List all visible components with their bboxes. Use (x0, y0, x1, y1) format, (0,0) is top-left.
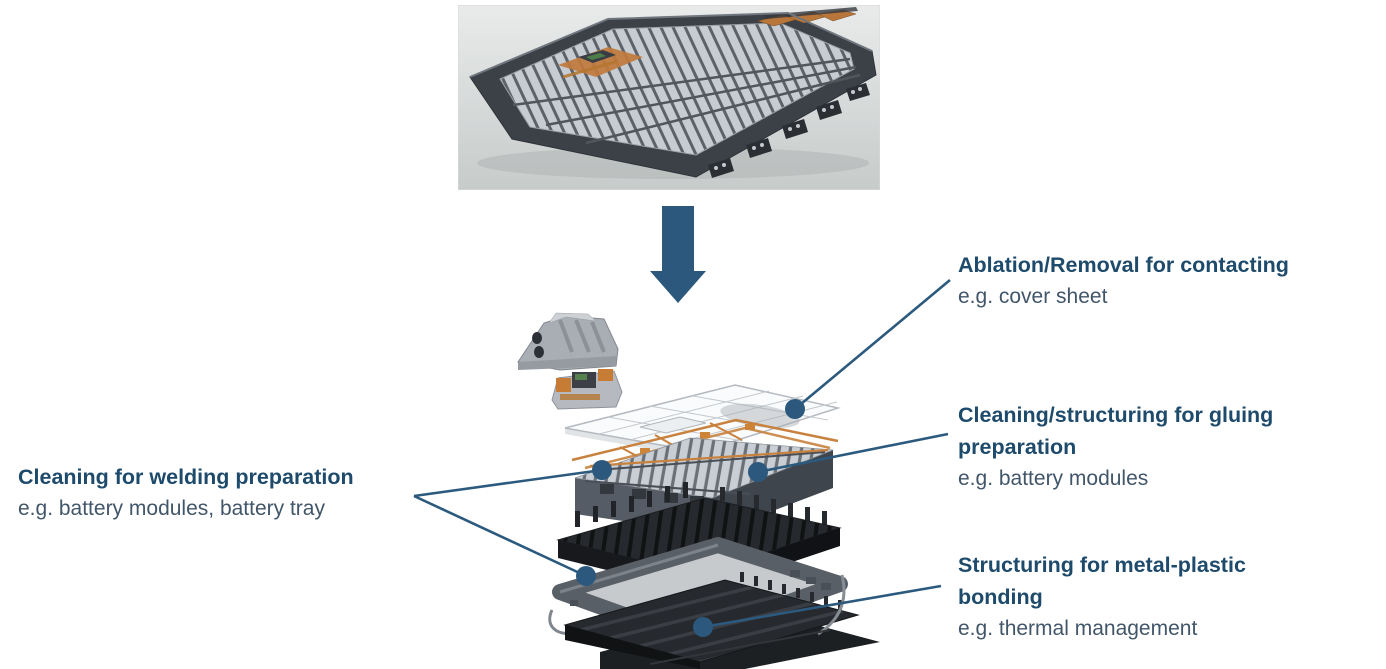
callout-welding-title: Cleaning for welding preparation (18, 465, 354, 489)
battery-pack-photo (458, 5, 880, 190)
callout-gluing-title: Cleaning/structuring for gluing preparat… (958, 403, 1274, 459)
callout-dot-tray (576, 566, 596, 586)
leader-line-welding-lower (413, 494, 587, 578)
callout-ablation: Ablation/Removal for contacting e.g. cov… (958, 249, 1378, 313)
callout-dot-module-right (748, 462, 768, 482)
callout-dot-bottom-plate (693, 617, 713, 637)
connector-housing (517, 312, 619, 371)
leader-line-gluing (757, 432, 949, 474)
leader-line-ablation (794, 279, 951, 410)
callout-structuring-subtitle: e.g. thermal management (958, 617, 1198, 640)
callout-structuring: Structuring for metal-plastic bonding e.… (958, 549, 1318, 645)
callout-gluing-subtitle: e.g. battery modules (958, 467, 1149, 490)
callout-ablation-subtitle: e.g. cover sheet (958, 285, 1108, 308)
callout-welding-subtitle: e.g. battery modules, battery tray (18, 497, 325, 520)
down-arrow-icon (650, 206, 706, 303)
leader-line-structuring (702, 584, 942, 629)
callout-ablation-title: Ablation/Removal for contacting (958, 253, 1289, 277)
busbar-layer (571, 418, 839, 470)
bdu-module (551, 369, 623, 410)
callout-welding: Cleaning for welding preparation e.g. ba… (18, 461, 458, 525)
leader-line-welding-upper (413, 468, 603, 498)
callout-gluing: Cleaning/structuring for gluing preparat… (958, 399, 1358, 495)
callout-dot-module-left (592, 460, 612, 480)
callout-structuring-title: Structuring for metal-plastic bonding (958, 553, 1246, 609)
thermal-plate-layer (563, 572, 880, 669)
callout-dot-cover-sheet (785, 399, 805, 419)
